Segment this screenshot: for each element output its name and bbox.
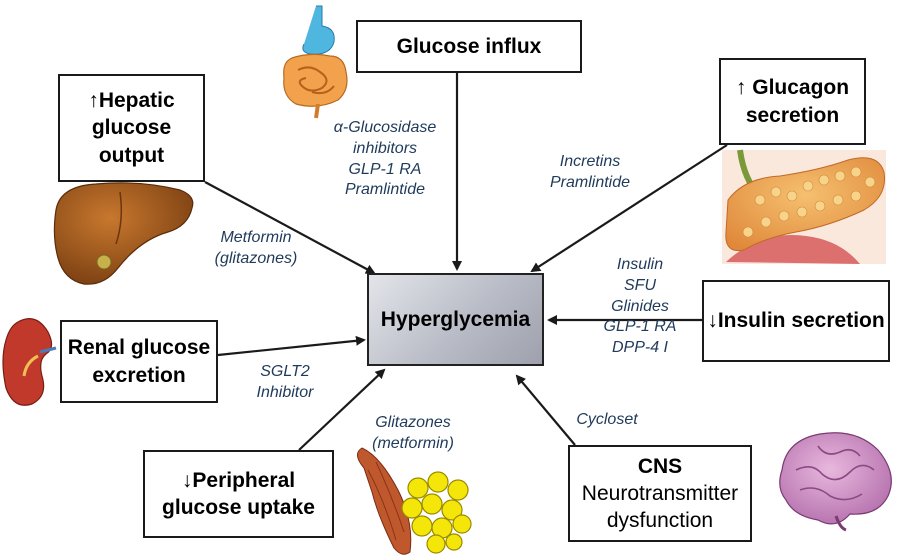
drugs-glucose-influx: α-Glucosidase inhibitors GLP-1 RA Pramli… xyxy=(318,118,452,201)
drugs-glucagon: Incretins Pramlintide xyxy=(540,152,640,194)
glucagon-line-1: ↑ Glucagon xyxy=(735,76,850,100)
hyperglycemia-box: Hyperglycemia xyxy=(367,273,544,366)
arrow-glucagon xyxy=(530,144,728,273)
glucose-influx-box: Glucose influx xyxy=(356,20,582,73)
glucagon-secretion-box: ↑ Glucagon secretion xyxy=(719,58,866,145)
drug-item: inhibitors xyxy=(352,139,418,157)
hepatic-glucose-output-box: ↑Hepatic glucose output xyxy=(58,74,205,182)
arrow-hepatic xyxy=(204,181,376,274)
drugs-cns: Cycloset xyxy=(562,410,652,431)
drugs-hepatic: Metformin (glitazones) xyxy=(196,228,316,270)
cns-title: CNS xyxy=(637,454,683,478)
hepatic-line-3: output xyxy=(98,143,165,167)
drug-item: SGLT2 xyxy=(260,363,310,380)
hepatic-line-2: glucose xyxy=(91,116,172,140)
glucagon-line-2: secretion xyxy=(745,103,840,127)
digestive-tract-icon xyxy=(283,5,348,119)
peripheral-line-1: ↓Peripheral xyxy=(181,468,296,492)
drugs-peripheral: Glitazones (metformin) xyxy=(358,413,468,455)
insulin-secretion-label: ↓Insulin secretion xyxy=(707,309,885,333)
hyperglycemia-label: Hyperglycemia xyxy=(380,307,531,331)
drug-item: Pramlintide xyxy=(549,173,631,191)
drug-item: (metformin) xyxy=(372,434,454,452)
drugs-insulin-secretion: Insulin SFU Glinides GLP-1 RA DPP-4 I xyxy=(590,255,690,359)
muscle-icon xyxy=(357,447,412,555)
drugs-renal: SGLT2 Inhibitor xyxy=(240,362,330,404)
drug-item: SFU xyxy=(624,276,656,294)
drug-item: α-Glucosidase xyxy=(333,119,437,136)
drug-item: Incretins xyxy=(559,153,621,170)
pancreas-icon xyxy=(722,149,886,264)
glucose-influx-label: Glucose influx xyxy=(396,34,542,58)
arrow-cns xyxy=(515,374,576,446)
drug-item: (glitazones) xyxy=(214,249,298,267)
renal-line-2: excretion xyxy=(92,363,186,387)
kidney-icon xyxy=(2,318,57,406)
drug-item: Inhibitor xyxy=(256,383,314,401)
drug-item: GLP-1 RA xyxy=(603,318,677,336)
insulin-secretion-box: ↓Insulin secretion xyxy=(702,280,890,362)
cns-box: CNS Neurotransmitter dysfunction xyxy=(568,445,752,542)
drug-item: Cycloset xyxy=(576,411,638,428)
hepatic-line-1: ↑Hepatic xyxy=(88,89,175,113)
cns-line-2: dysfunction xyxy=(606,509,714,533)
drug-item: GLP-1 RA xyxy=(348,160,422,178)
drug-item: Pramlintide xyxy=(344,181,426,199)
peripheral-line-2: glucose uptake xyxy=(162,496,315,519)
brain-icon xyxy=(779,432,892,532)
drug-item: Metformin xyxy=(220,229,292,246)
drug-item: Insulin xyxy=(616,256,664,273)
drug-item: Glinides xyxy=(611,297,669,315)
drug-item: DPP-4 I xyxy=(611,339,668,357)
renal-line-1: Renal glucose xyxy=(67,336,211,360)
drug-item: Glitazones xyxy=(375,414,451,431)
arrow-renal xyxy=(217,335,366,357)
cns-line-1: Neurotransmitter xyxy=(581,481,739,505)
adipose-tissue-icon xyxy=(401,471,472,554)
arrows xyxy=(204,73,728,451)
peripheral-glucose-uptake-box: ↓Peripheral glucose uptake xyxy=(143,450,334,538)
liver-icon xyxy=(53,182,194,285)
renal-glucose-excretion-box: Renal glucose excretion xyxy=(60,320,218,403)
arrow-peripheral xyxy=(298,368,386,451)
